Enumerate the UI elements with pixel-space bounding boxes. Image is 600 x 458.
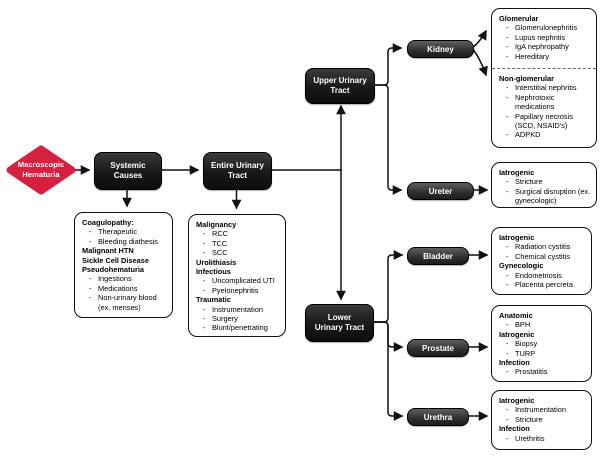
edge-lower-to-urethra xyxy=(371,321,404,421)
detail-item: -Blunt/penetrating xyxy=(203,323,268,333)
node-upper-urinary-tract: Upper Urinary Tract xyxy=(305,68,375,104)
detail-item: -Glomerulonephritis xyxy=(506,23,578,33)
detail-item: -Radiation cystitis xyxy=(506,242,571,252)
detail-item: -Urethritis xyxy=(506,433,545,443)
detail-item: -Papillary necrosis (SCD, NSAID's) xyxy=(506,111,573,130)
detail-heading: Infectious xyxy=(196,266,231,276)
detail-box-bladder: Iatrogenic-Radiation cystitis-Chemical c… xyxy=(491,227,592,295)
node-prostate: Prostate xyxy=(407,339,469,357)
node-systemic-causes: Systemic Causes xyxy=(94,152,162,190)
detail-item: -Chemical cystitis xyxy=(506,251,571,261)
detail-item: -Interstitial nephritis xyxy=(506,83,577,93)
detail-heading: Sickle Cell Disease xyxy=(82,255,149,265)
detail-box-ureter: Iatrogenic-Stricture-Surgical disruption… xyxy=(491,162,597,208)
detail-heading: Iatrogenic xyxy=(499,329,535,339)
edge-lower-to-bladder xyxy=(371,250,404,323)
detail-item: -Biopsy xyxy=(506,339,538,349)
detail-item: -Endometriosis xyxy=(506,270,562,280)
detail-item: -BPH xyxy=(506,320,531,330)
node-lower-urinary-tract: Lower Urinary Tract xyxy=(305,304,374,342)
node-kidney: Kidney xyxy=(407,40,474,58)
detail-item: -SCC xyxy=(203,248,228,258)
detail-heading: Malignancy xyxy=(196,220,237,229)
node-bladder: Bladder xyxy=(407,247,469,265)
detail-item: -TURP xyxy=(506,348,536,358)
detail-heading: Iatrogenic xyxy=(499,168,535,177)
detail-item: -Lupus nephritis xyxy=(506,32,566,42)
detail-item: -Placenta percreta xyxy=(506,279,573,289)
root-node-macroscopic-hematuria: Macroscopic Hematuria xyxy=(17,160,65,179)
detail-item: -Medications xyxy=(89,283,138,293)
detail-heading: Malignant HTN xyxy=(82,246,134,256)
edge-upper-to-ureter xyxy=(372,84,403,195)
detail-heading: Iatrogenic xyxy=(499,233,535,242)
detail-box-kidney: Glomerular-Glomerulonephritis-Lupus neph… xyxy=(491,8,597,148)
detail-item: -Instrumentation xyxy=(506,405,566,415)
detail-heading: Iatrogenic xyxy=(499,396,535,405)
edge-kidney-to-nonglomerular xyxy=(471,47,488,77)
detail-heading: Anatomic xyxy=(499,311,533,320)
node-entire-urinary-tract: Entire Urinary Tract xyxy=(203,152,272,190)
detail-heading: Non-glomerular xyxy=(499,73,555,83)
detail-item: -Nephrotoxic medications xyxy=(506,92,555,112)
detail-box-systemic: Coagulopathy:-Therapeutic-Bleeding diath… xyxy=(74,212,173,318)
detail-item: -Hereditary xyxy=(506,51,550,61)
detail-heading: Pseudohematuria xyxy=(82,264,145,274)
detail-heading: Traumatic xyxy=(196,295,231,305)
detail-item: -IgA nephropathy xyxy=(506,42,569,52)
node-urethra: Urethra xyxy=(407,408,469,426)
detail-section-non-glomerular: Non-glomerular-Interstitial nephritis-Ne… xyxy=(492,69,596,143)
detail-item: -ADPKD xyxy=(506,130,541,140)
detail-item: -TCC xyxy=(203,238,228,248)
detail-section-glomerular: Glomerular-Glomerulonephritis-Lupus neph… xyxy=(492,9,596,69)
detail-item: -Surgery xyxy=(203,313,238,323)
detail-item: -Bleeding diathesis xyxy=(89,236,158,246)
detail-heading: Infection xyxy=(499,357,530,367)
detail-item: -Uncomplicated UTI xyxy=(203,276,275,286)
detail-item: -Prostatitis xyxy=(506,367,548,377)
detail-item: -Non-urinary blood (ex. menses) xyxy=(89,293,157,312)
detail-item: -Pyelonephritis xyxy=(203,285,259,295)
detail-item: -Therapeutic xyxy=(89,227,138,237)
root-diamond-shape xyxy=(6,145,76,195)
detail-item: -Surgical disruption (ex. gynecologic) xyxy=(506,186,591,206)
edge-lower-to-prostate xyxy=(371,321,404,352)
edge-upper-to-kidney xyxy=(372,43,403,86)
detail-heading: Gynecologic xyxy=(499,261,544,271)
detail-item: -Ingestions xyxy=(89,274,132,284)
detail-item: -RCC xyxy=(203,229,229,239)
detail-item: -Instrumentation xyxy=(203,304,263,314)
detail-heading: Glomerular xyxy=(499,14,539,23)
detail-item: -Stricture xyxy=(506,177,543,187)
detail-item: -Stricture xyxy=(506,414,543,424)
edge-kidney-to-glomerular xyxy=(471,29,487,49)
detail-heading: Coagulopathy: xyxy=(82,218,134,227)
detail-heading: Infection xyxy=(499,424,530,434)
detail-heading: Urolithiasis xyxy=(196,257,237,267)
node-ureter: Ureter xyxy=(407,182,474,200)
